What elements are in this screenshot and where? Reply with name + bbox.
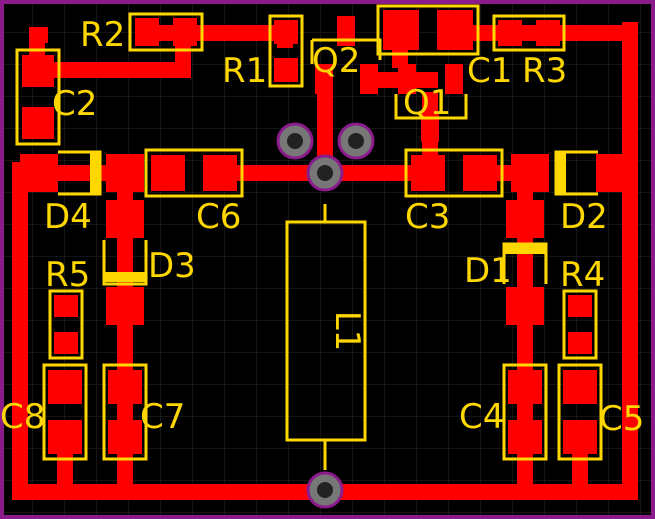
pad-d2-1 bbox=[511, 154, 549, 192]
pad-c4-1 bbox=[508, 370, 542, 404]
pad-c8-2 bbox=[48, 420, 82, 454]
vias bbox=[276, 122, 375, 509]
pad-c2-2 bbox=[22, 107, 54, 139]
silk-r1 bbox=[268, 14, 304, 88]
silk-c2 bbox=[15, 48, 61, 146]
silk-c7 bbox=[102, 363, 148, 461]
pad-c1-1 bbox=[383, 10, 419, 50]
label-r2: R2 bbox=[80, 15, 125, 55]
label-q1: Q1 bbox=[403, 83, 451, 123]
pad-d4-1 bbox=[20, 154, 58, 192]
d1-cathode-bar bbox=[504, 244, 546, 254]
pad-r3-1 bbox=[498, 20, 522, 46]
label-d3: D3 bbox=[148, 246, 196, 286]
label-d1: D1 bbox=[464, 251, 512, 291]
pad-r5-1 bbox=[54, 295, 78, 317]
label-d4: D4 bbox=[44, 197, 92, 237]
d4-cathode-bar bbox=[90, 152, 100, 194]
label-r3: R3 bbox=[522, 51, 567, 91]
label-c4: C4 bbox=[459, 397, 504, 437]
labels: R2 R1 Q2 C1 R3 C2 Q1 D4 C6 C3 D2 R5 D3 D… bbox=[0, 15, 644, 439]
pad-r1-2 bbox=[274, 58, 298, 82]
label-d2: D2 bbox=[560, 197, 608, 237]
pad-c4-2 bbox=[508, 420, 542, 454]
pad-d2-2 bbox=[596, 154, 634, 192]
pad-q1-2 bbox=[445, 64, 463, 94]
label-c8: C8 bbox=[0, 397, 45, 437]
pad-d1-2 bbox=[506, 287, 544, 325]
label-r4: R4 bbox=[560, 255, 605, 295]
silk-q1 bbox=[394, 94, 468, 120]
pad-r4-2 bbox=[568, 332, 592, 354]
pad-d1-1 bbox=[506, 200, 544, 238]
trace-c2 bbox=[29, 27, 48, 66]
pad-q2-3 bbox=[360, 64, 378, 94]
label-c2: C2 bbox=[52, 84, 97, 124]
pad-q2-2 bbox=[315, 64, 333, 94]
silk-d3 bbox=[102, 240, 148, 286]
label-l1: L1 bbox=[327, 311, 367, 352]
pad-c3-2 bbox=[463, 155, 497, 191]
label-c1: C1 bbox=[467, 51, 512, 91]
label-r1: R1 bbox=[222, 51, 267, 91]
pad-r4-1 bbox=[568, 295, 592, 317]
pad-c2-1 bbox=[22, 55, 54, 87]
pad-r2-1 bbox=[135, 18, 159, 46]
pad-c5-2 bbox=[563, 420, 597, 454]
label-c5: C5 bbox=[599, 399, 644, 439]
pad-c7-1 bbox=[108, 370, 142, 404]
pad-c5-1 bbox=[563, 370, 597, 404]
silk-c3 bbox=[404, 148, 504, 198]
silk-c5 bbox=[557, 363, 603, 461]
d3-cathode-bar bbox=[104, 272, 146, 282]
diode-bars bbox=[90, 152, 566, 282]
pad-c8-1 bbox=[48, 370, 82, 404]
silk-r2 bbox=[128, 12, 204, 52]
pad-r2-2 bbox=[173, 18, 197, 46]
pad-c7-2 bbox=[108, 420, 142, 454]
silk-r3 bbox=[492, 14, 566, 52]
pad-r5-2 bbox=[54, 332, 78, 354]
silk-c4 bbox=[502, 363, 548, 461]
pad-r1-1 bbox=[274, 20, 298, 44]
pad-c6-1 bbox=[151, 155, 185, 191]
pad-c6-2 bbox=[203, 155, 237, 191]
label-r5: R5 bbox=[45, 255, 90, 295]
pad-q1-1 bbox=[398, 64, 416, 94]
silk-r4 bbox=[562, 289, 598, 360]
silk-c8 bbox=[42, 363, 88, 461]
pad-c3-1 bbox=[411, 155, 445, 191]
silk-c1 bbox=[376, 4, 480, 56]
label-c6: C6 bbox=[196, 197, 241, 237]
pad-c1-2 bbox=[437, 10, 473, 50]
pad-d4-2 bbox=[106, 154, 144, 192]
pad-r3-2 bbox=[536, 20, 560, 46]
label-q2: Q2 bbox=[312, 41, 360, 81]
silk-r5 bbox=[48, 289, 84, 360]
pad-d3-1 bbox=[106, 200, 144, 238]
trace-r2-r1 bbox=[140, 25, 293, 48]
d2-cathode-bar bbox=[556, 152, 566, 194]
label-c3: C3 bbox=[405, 197, 450, 237]
silk-c6 bbox=[144, 148, 244, 198]
label-c7: C7 bbox=[140, 397, 185, 437]
pad-d3-2 bbox=[106, 287, 144, 325]
